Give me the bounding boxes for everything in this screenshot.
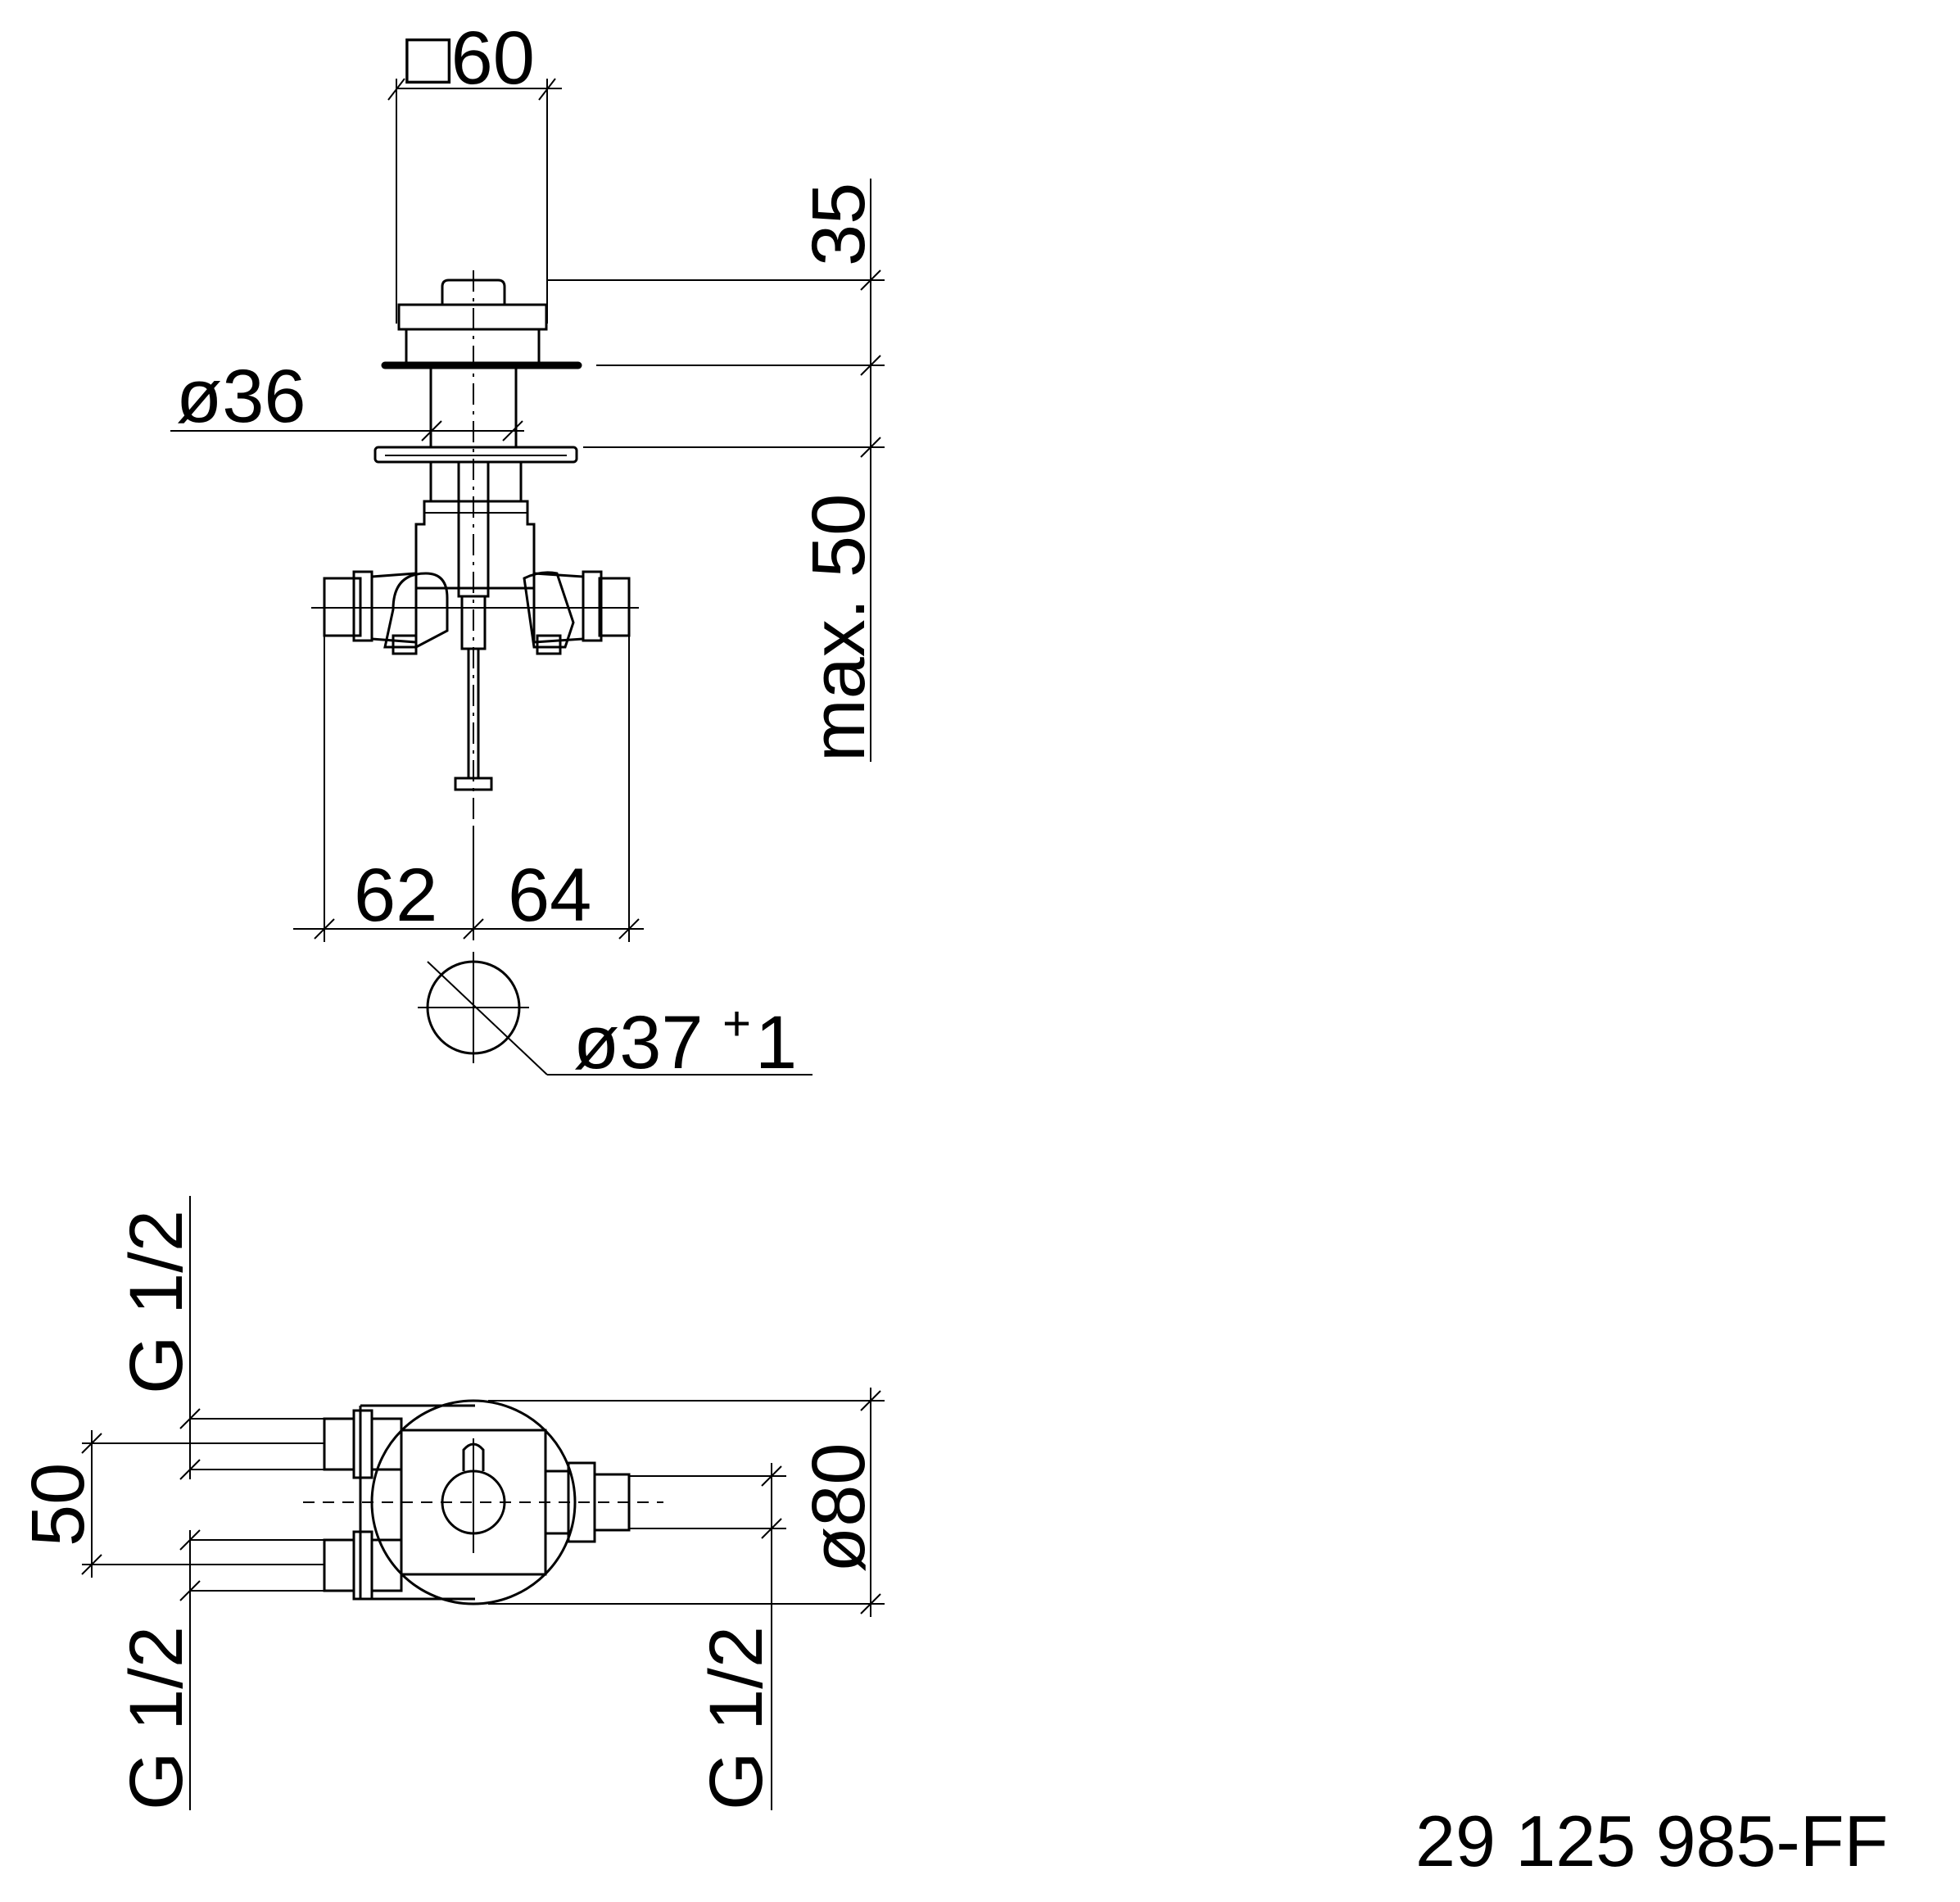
right-connector: [544, 1461, 631, 1543]
dimension-height-chain: 35 max. 50: [547, 179, 885, 762]
dimension-top-height-label: 35: [797, 183, 880, 266]
dimension-left-62-label: 62: [354, 854, 437, 937]
dimension-spacing-50: 50: [16, 1430, 324, 1578]
top-view: ø80 G 1/2 50 G 1/2: [16, 1196, 885, 1810]
dimension-width-label: □60: [405, 16, 535, 100]
dimension-diameter-36-label: ø36: [176, 355, 306, 438]
valve-handle: [381, 279, 582, 369]
side-view: □60 35 max. 50 ø36: [170, 16, 885, 1085]
right-thread-label: G 1/2: [695, 1626, 778, 1810]
left-bottom-thread-label: G 1/2: [115, 1626, 198, 1810]
top-view-body: [303, 1399, 663, 1605]
spacing-50-label: 50: [16, 1463, 100, 1547]
top-view-frame: [359, 1404, 475, 1601]
dimension-right-thread: G 1/2: [629, 1463, 786, 1810]
dimension-depth-label: max. 50: [797, 494, 880, 762]
article-number: 29 125 985-FF: [1415, 1800, 1888, 1882]
dimension-width-60: □60: [387, 16, 562, 324]
dimension-left-top-thread: G 1/2: [115, 1196, 324, 1480]
mounting-hole: ø37 + 1: [418, 952, 813, 1085]
dimension-diameter-80-label: ø80: [797, 1442, 880, 1573]
hole-tolerance-value: 1: [755, 1001, 797, 1085]
hole-tolerance-sign: +: [722, 996, 751, 1051]
dimension-left-bottom-thread: G 1/2: [115, 1529, 324, 1810]
dimension-horizontal-62-64: 62 64: [293, 636, 644, 942]
dimension-right-64-label: 64: [508, 854, 591, 937]
valve-body: [311, 460, 639, 791]
left-top-thread-label: G 1/2: [115, 1210, 198, 1394]
dimension-diameter-80: ø80: [488, 1388, 885, 1617]
left-connectors: [323, 1409, 403, 1601]
valve-sleeve: [373, 365, 578, 464]
hole-diameter-label: ø37: [573, 1001, 704, 1085]
dimension-diameter-36: ø36: [170, 355, 524, 442]
